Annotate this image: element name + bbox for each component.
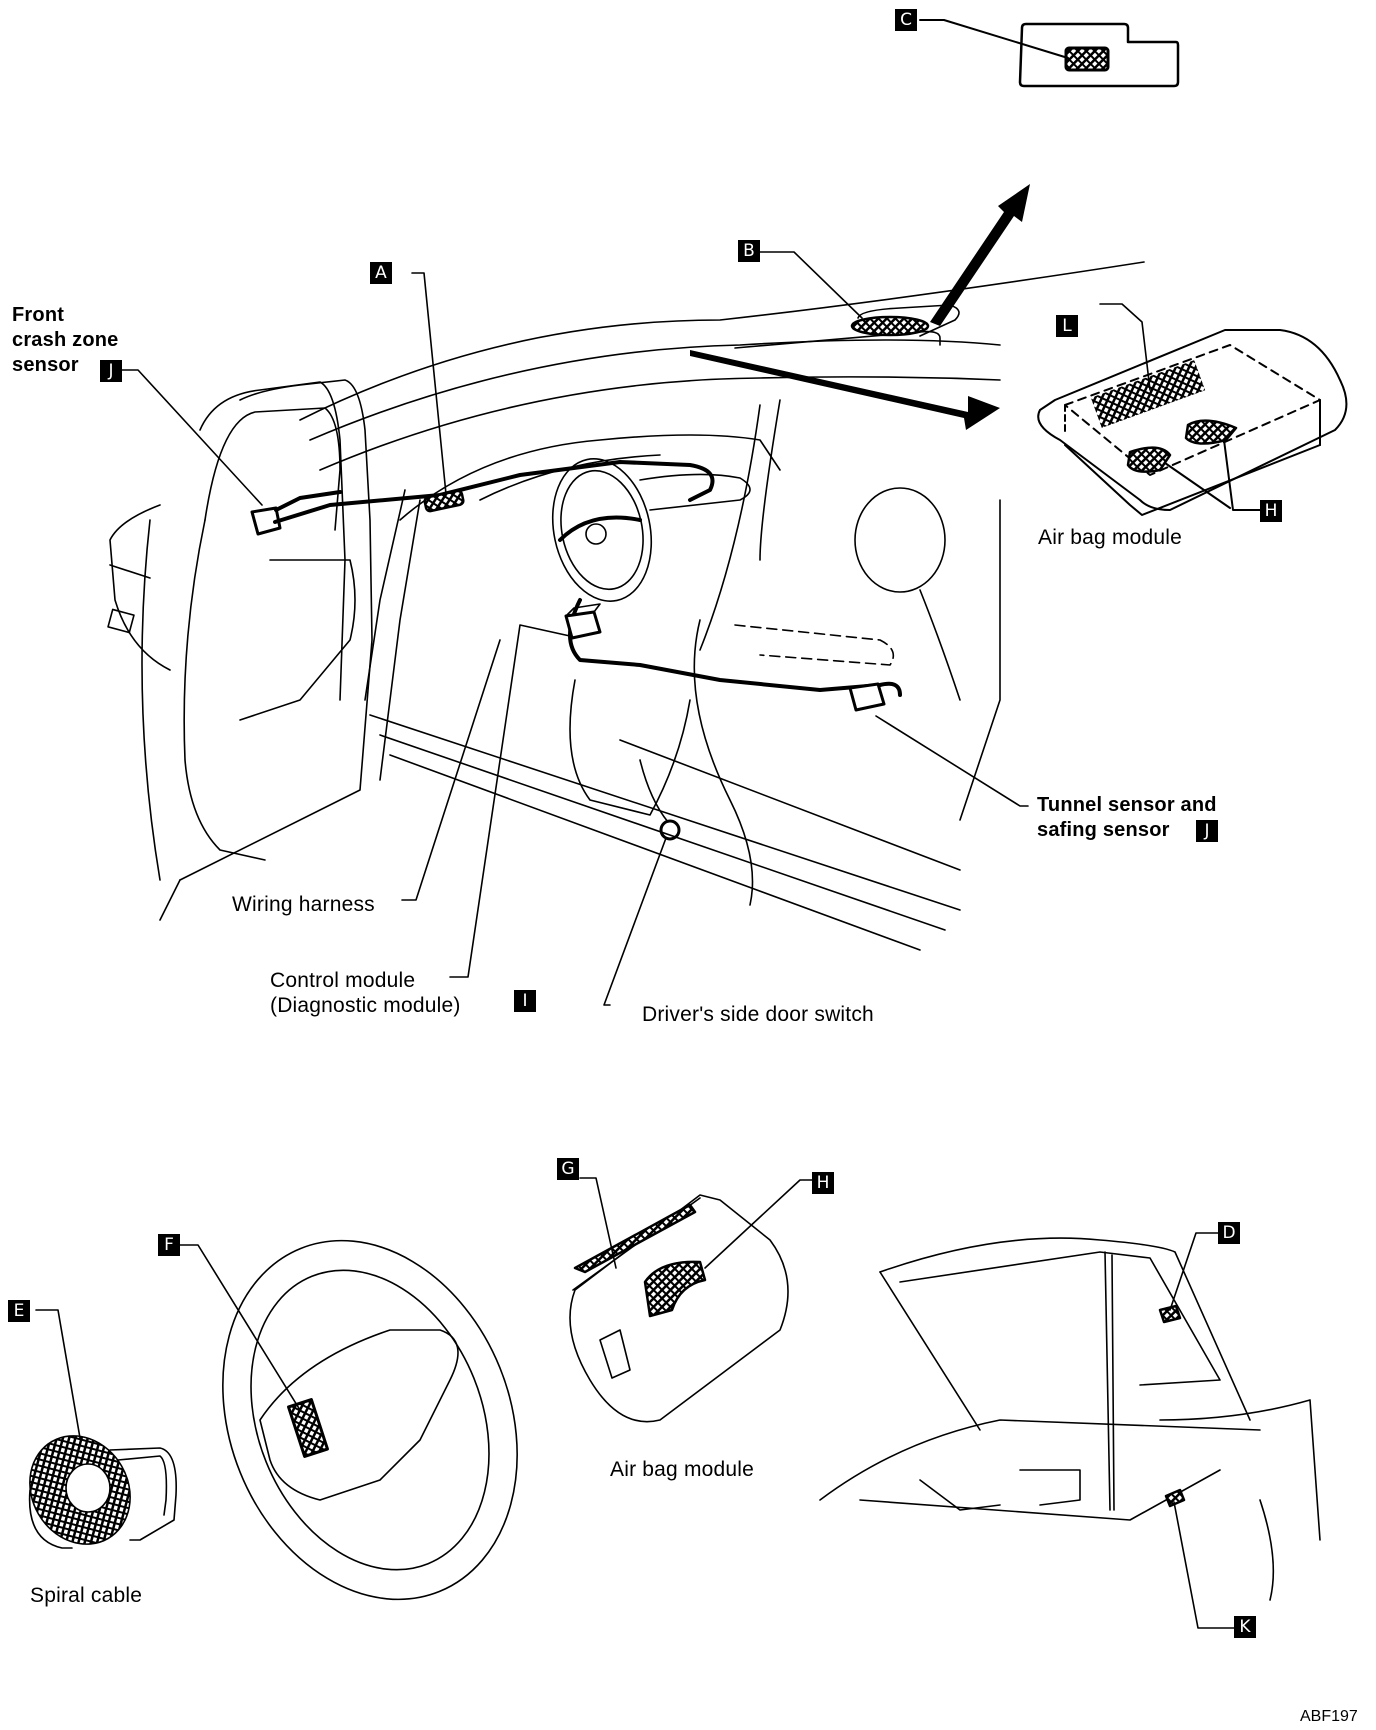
callout-l: L	[1056, 315, 1078, 337]
airbag-module-drawing	[569, 1177, 823, 1423]
spiral-cable-drawing	[28, 1309, 177, 1549]
callout-c: C	[895, 9, 917, 31]
label-tunnel-sensor: Tunnel sensor and safing sensor	[1037, 794, 1217, 841]
label-wiring-harness: Wiring harness	[232, 893, 375, 916]
label-door-switch: Driver's side door switch	[642, 1003, 874, 1026]
car-interior-drawing	[107, 261, 1145, 951]
callout-g: G	[557, 1158, 579, 1180]
figure-id: ABF197	[1300, 1708, 1358, 1725]
callout-a: A	[370, 262, 392, 284]
callout-i: I	[514, 990, 536, 1012]
engine-bay-drawing	[819, 1232, 1321, 1629]
label-air-bag-module-top: Air bag module	[1038, 526, 1183, 549]
callout-b: B	[738, 240, 760, 262]
callout-h-bottom: H	[812, 1172, 834, 1194]
arrows	[690, 184, 1030, 430]
label-front-crash-zone-sensor: Front crash zone sensor	[12, 304, 119, 376]
label-air-bag-module-bottom: Air bag module	[610, 1458, 755, 1481]
callout-e: E	[8, 1300, 30, 1322]
label-control-module: Control module (Diagnostic module)	[270, 969, 461, 1017]
callout-j-front: J	[100, 360, 122, 382]
steering-wheel-drawing	[179, 1239, 518, 1601]
callout-f: F	[158, 1234, 180, 1256]
inset-c-panel	[919, 19, 1180, 88]
leader-lines	[121, 251, 1029, 1006]
callout-j-tunnel: J	[1196, 820, 1218, 842]
callout-h-top: H	[1260, 500, 1282, 522]
label-spiral-cable: Spiral cable	[30, 1584, 143, 1607]
callout-k: K	[1234, 1616, 1256, 1638]
callout-d: D	[1218, 1222, 1240, 1244]
inset-airbag-module-top	[1037, 303, 1348, 516]
